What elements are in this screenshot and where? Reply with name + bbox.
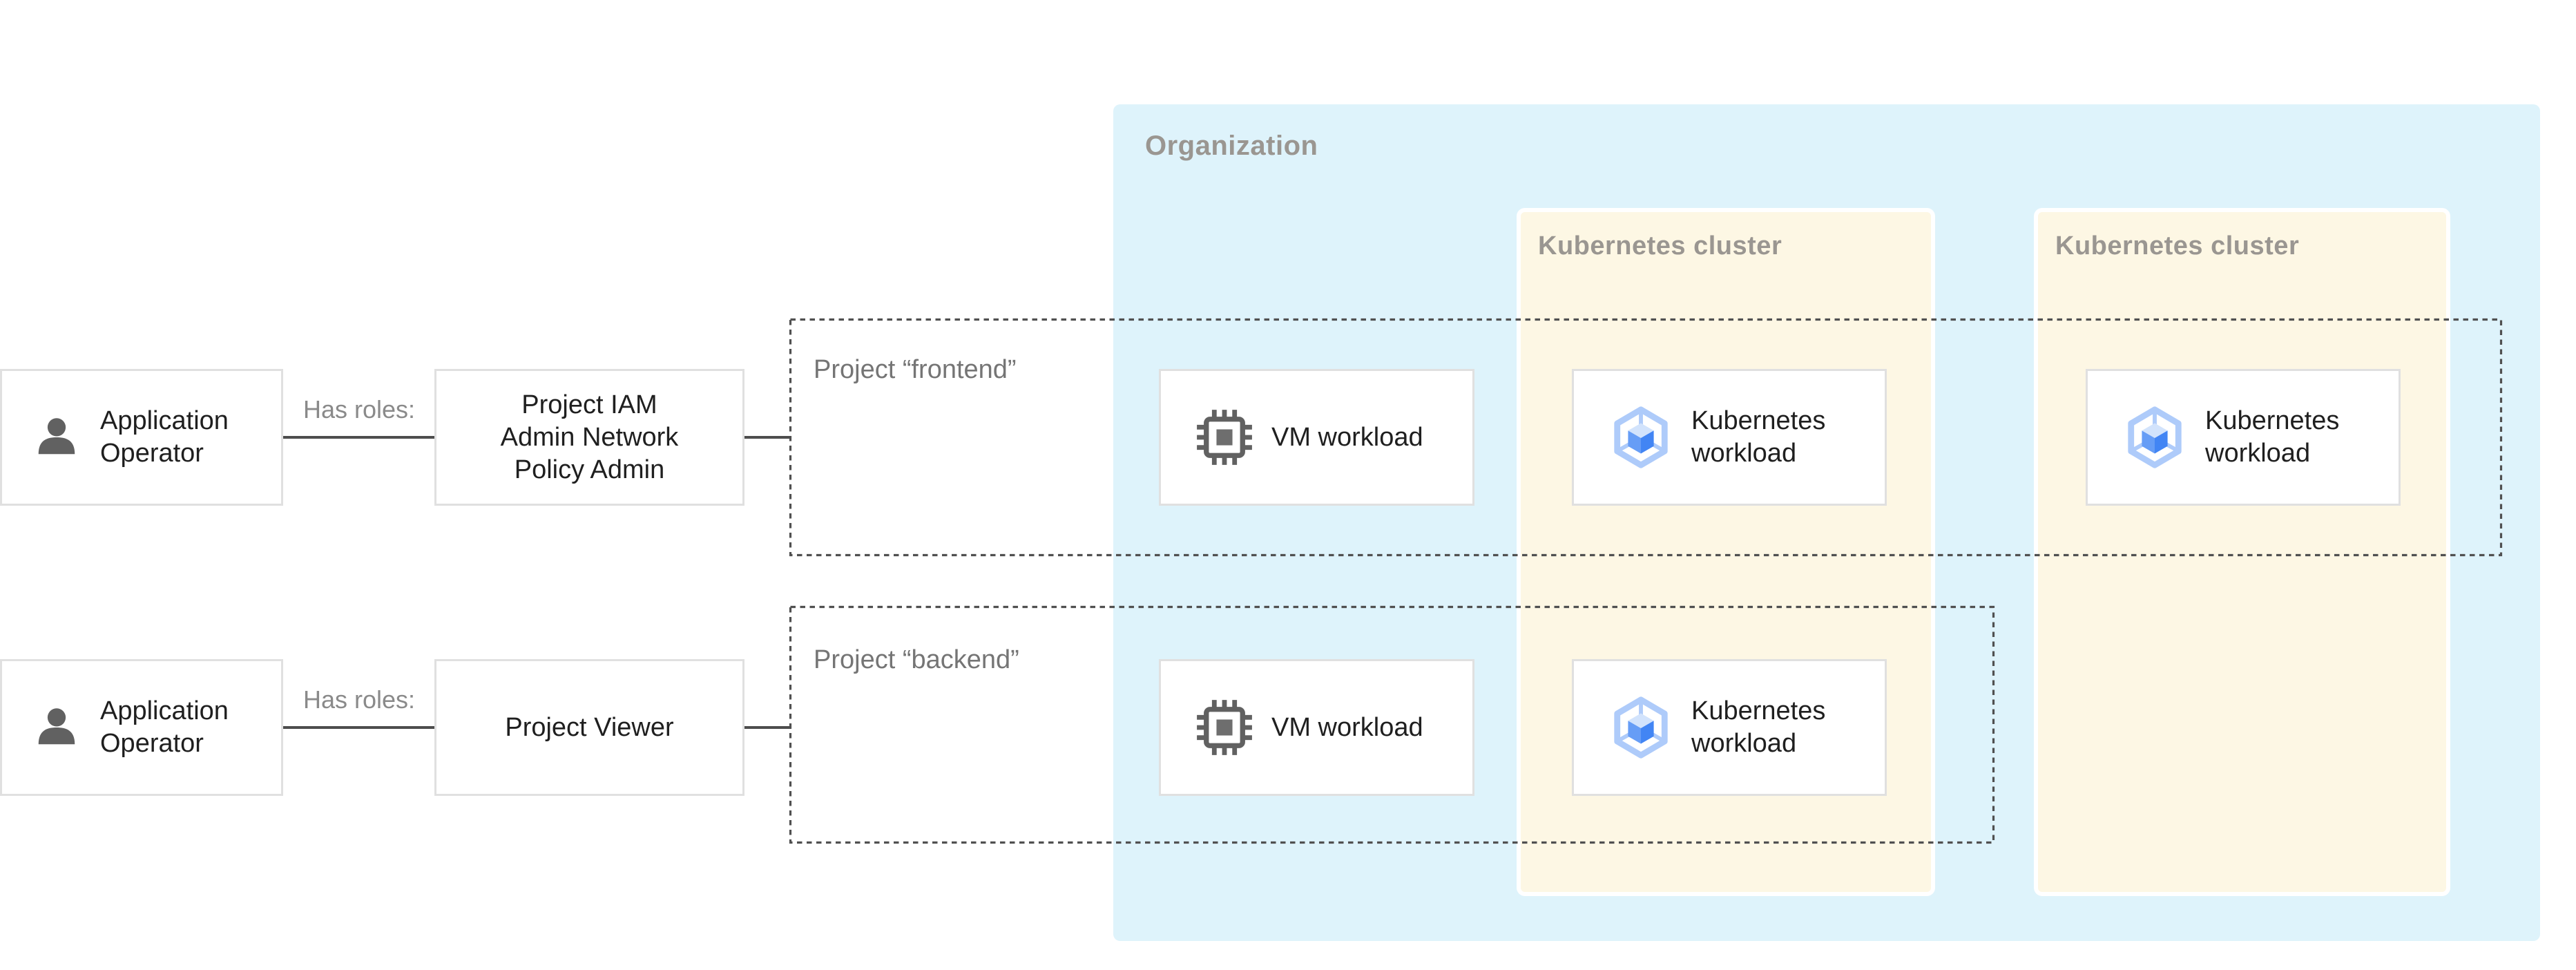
person-icon xyxy=(32,703,81,752)
role-label: Project IAM Admin Network Policy Admin xyxy=(500,390,679,484)
gke-icon xyxy=(1608,695,1673,760)
workload-label: VM workload xyxy=(1271,712,1423,742)
chip-icon xyxy=(1195,698,1253,757)
actor-application-operator-1: Application Operator xyxy=(0,369,283,506)
workload-label: Kubernetes workload xyxy=(1691,696,1826,758)
project-backend-label: Project “backend” xyxy=(814,645,1019,674)
project-backend-boundary xyxy=(789,605,1995,844)
workload-label: VM workload xyxy=(1271,422,1423,452)
role-project-viewer: Project Viewer xyxy=(434,659,744,796)
role-label: Project Viewer xyxy=(505,712,674,742)
vm-workload-frontend: VM workload xyxy=(1159,369,1474,506)
project-frontend-label: Project “frontend” xyxy=(814,355,1017,384)
workload-label: Kubernetes workload xyxy=(2205,406,2340,468)
kubernetes-workload-frontend-cluster2: Kubernetes workload xyxy=(2086,369,2401,506)
kubernetes-workload-frontend-cluster1: Kubernetes workload xyxy=(1572,369,1887,506)
kubernetes-cluster-2: Kubernetes cluster xyxy=(2034,208,2450,896)
kubernetes-workload-backend-cluster1: Kubernetes workload xyxy=(1572,659,1887,796)
chip-icon xyxy=(1195,408,1253,466)
kubernetes-cluster-1-label: Kubernetes cluster xyxy=(1538,231,1782,260)
gke-icon xyxy=(2122,405,2187,470)
actor-label: Application Operator xyxy=(100,696,229,758)
has-roles-label-1: Has roles: xyxy=(302,395,416,424)
gke-icon xyxy=(1608,405,1673,470)
kubernetes-cluster-2-label: Kubernetes cluster xyxy=(2055,231,2300,260)
has-roles-label-2: Has roles: xyxy=(302,685,416,714)
workload-label: Kubernetes workload xyxy=(1691,406,1826,468)
actor-label: Application Operator xyxy=(100,406,229,468)
person-icon xyxy=(32,412,81,462)
vm-workload-backend: VM workload xyxy=(1159,659,1474,796)
role-project-iam-admin-network-policy-admin: Project IAM Admin Network Policy Admin xyxy=(434,369,744,506)
actor-application-operator-2: Application Operator xyxy=(0,659,283,796)
organization-label: Organization xyxy=(1145,131,1318,161)
